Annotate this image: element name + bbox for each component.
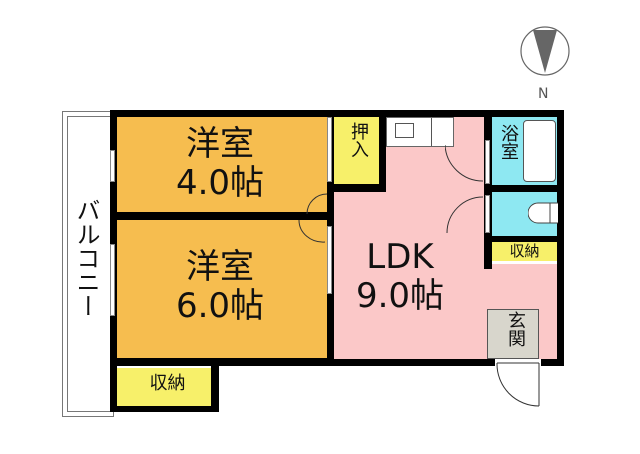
storage-bottom (117, 366, 218, 406)
room-western-4-name: 洋室 (186, 124, 254, 164)
room-western-4-size: 4.0帖 (175, 163, 265, 204)
window-western-4 (110, 150, 115, 182)
stove-divider (431, 118, 432, 146)
closet-oshiire-label: 押入 (348, 122, 369, 158)
door-bath-swing-icon[interactable] (445, 145, 485, 183)
window-western-6 (110, 244, 115, 316)
room-ldk-size: 9.0帖 (355, 276, 445, 317)
wall-notch-side (211, 358, 219, 412)
compass-label: N (538, 86, 549, 102)
partition-western-6-ldk (327, 226, 332, 294)
storage-right-label: 収納 (509, 242, 540, 260)
door-toilet-frame (485, 195, 490, 233)
room-western-6-label: 洋室 6.0帖 (117, 247, 323, 327)
room-ldk-label: LDK 9.0帖 (340, 237, 460, 317)
storage-bottom-label: 収納 (149, 373, 186, 394)
room-western-6 (117, 220, 327, 358)
room-ldk-name: LDK (366, 237, 434, 277)
partition-oshiire (327, 117, 332, 182)
wall-notch-top (218, 358, 336, 366)
entrance-genkan (487, 309, 539, 359)
outside-notch (218, 358, 336, 418)
room-western-4 (117, 117, 327, 212)
storage-right (492, 242, 557, 264)
balcony (62, 111, 114, 417)
balcony-inner-line (67, 116, 114, 412)
closet-oshiire (334, 117, 379, 184)
room-western-4-label: 洋室 4.0帖 (117, 124, 323, 204)
room-western-6-name: 洋室 (186, 247, 254, 287)
room-western-6-size: 6.0帖 (175, 286, 265, 327)
door-western-6-swing-icon[interactable] (297, 220, 327, 244)
wall-wet-area (484, 117, 492, 269)
entrance-door-swing-icon[interactable] (495, 362, 545, 408)
kitchen-counter (386, 117, 454, 147)
sink-icon (395, 123, 414, 138)
wall-bath-toilet (492, 185, 557, 192)
balcony-label: バルコニー (72, 198, 100, 318)
door-bath-frame (485, 140, 490, 184)
bathtub-icon (523, 120, 556, 182)
door-western-4-swing-icon[interactable] (305, 192, 329, 216)
room-bath-label: 浴室 (498, 124, 519, 160)
toilet-icon (528, 202, 558, 224)
entrance-label: 玄関 (505, 311, 526, 347)
compass-north-arrow-icon (520, 26, 570, 76)
door-toilet-swing-icon[interactable] (445, 195, 485, 235)
wall-toilet-storage (492, 236, 557, 242)
